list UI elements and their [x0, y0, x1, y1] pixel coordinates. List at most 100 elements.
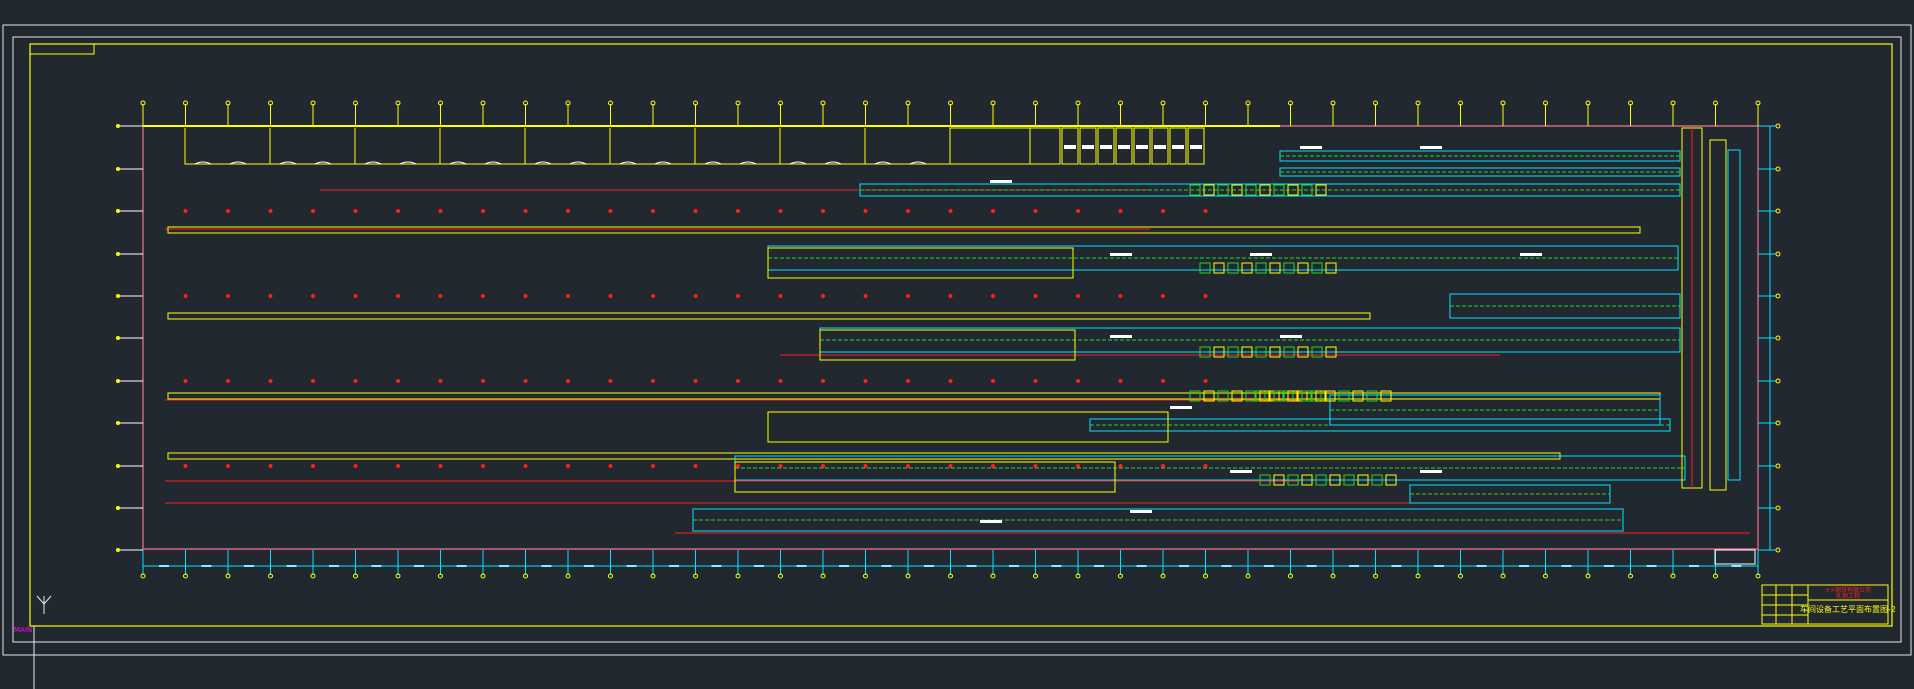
drawing-border — [29, 43, 1893, 627]
axis-bubble-left — [116, 209, 120, 213]
column-dot — [268, 294, 273, 298]
column-dot — [268, 379, 273, 383]
column-dot — [778, 209, 783, 213]
equipment-line — [767, 245, 1679, 271]
axis-bubble-bottom — [905, 573, 911, 579]
axis-bubble-right — [1775, 251, 1781, 257]
equipment-blocks[interactable] — [692, 146, 1686, 532]
rolling-stand — [1199, 262, 1211, 274]
rolling-stand — [1325, 346, 1337, 358]
axis-bubble-left — [116, 167, 120, 171]
column-dot — [863, 464, 868, 468]
rolling-stand — [1287, 390, 1299, 402]
axis-bubble-right — [1775, 208, 1781, 214]
axis-bubble-left — [116, 252, 120, 256]
title-block-project: 轧钢工程 — [1836, 592, 1860, 600]
column-dot — [1203, 464, 1208, 468]
axis-bubble-left — [116, 124, 120, 128]
column-dot — [948, 379, 953, 383]
column-dot — [948, 464, 953, 468]
column-dot — [821, 464, 825, 468]
rolling-stand — [1301, 390, 1313, 402]
bay-mark — [194, 161, 247, 165]
rolling-stand — [1283, 346, 1295, 358]
rolling-stand — [1217, 184, 1229, 196]
room-label-mark — [1172, 145, 1184, 149]
rolling-stand — [1311, 346, 1323, 358]
column-dot — [226, 464, 230, 468]
axis-bubble-top — [480, 100, 486, 106]
rolling-stand — [1203, 184, 1215, 196]
equipment-label-mark — [1420, 146, 1442, 149]
axis-bubble-top — [1203, 100, 1208, 106]
axis-bubble-right — [1775, 166, 1781, 172]
rolling-stand — [1231, 184, 1243, 196]
column-dot — [948, 294, 953, 298]
axis-bubble-top — [863, 100, 868, 106]
axis-bubble-bottom — [1075, 573, 1081, 579]
column-dot — [821, 209, 825, 213]
axis-bubble-right — [1775, 378, 1781, 384]
axis-bubble-bottom — [268, 573, 273, 579]
axis-bubble-top — [735, 100, 741, 106]
axis-bubble-top — [523, 100, 528, 106]
bay-mark — [874, 161, 927, 165]
axis-bubble-left — [116, 506, 120, 510]
column-dot — [991, 209, 995, 213]
axis-bubble-bottom — [990, 573, 996, 579]
column-dot — [1076, 209, 1080, 213]
column-dot — [396, 294, 400, 298]
column-dot — [1118, 379, 1123, 383]
axis-bubble-bottom — [948, 573, 953, 579]
column-grid-dots — [165, 189, 1750, 534]
equipment-label-mark — [1110, 253, 1132, 256]
transfer-conveyor-right[interactable] — [1681, 127, 1741, 491]
column-dot — [1076, 379, 1080, 383]
rolling-stand — [1287, 184, 1299, 196]
rolling-stand — [1213, 346, 1225, 358]
column-dot — [991, 464, 995, 468]
column-dot — [608, 464, 613, 468]
rolling-stand — [1241, 262, 1253, 274]
rolling-stand — [1203, 390, 1215, 402]
top-left-corner-tab — [30, 44, 95, 55]
column-dot — [523, 379, 528, 383]
axis-bubble-right — [1775, 463, 1781, 469]
axis-bubble-bottom — [438, 573, 443, 579]
axis-bubble-bottom — [523, 573, 528, 579]
rolling-stand — [1273, 474, 1285, 486]
roller-tables[interactable] — [167, 226, 1661, 460]
column-dot — [863, 209, 868, 213]
axis-bubble-bottom — [1203, 573, 1208, 579]
axis-bubble-top — [395, 100, 401, 106]
axis-bubble-right — [1775, 123, 1781, 129]
column-dot — [226, 209, 230, 213]
column-dot — [311, 294, 315, 298]
column-dot — [438, 209, 443, 213]
electric-room — [1097, 127, 1115, 165]
room-label-mark — [1100, 145, 1112, 149]
column-dot — [481, 294, 485, 298]
storage-bay — [694, 128, 781, 165]
column-dot — [523, 209, 528, 213]
roller-table — [167, 226, 1641, 234]
equipment-label-mark — [1520, 253, 1542, 256]
axis-bubble-bottom — [1118, 573, 1123, 579]
left-axis-markers — [116, 124, 143, 552]
axis-bubble-top — [1033, 100, 1038, 106]
column-dot — [396, 379, 400, 383]
column-dot — [1033, 464, 1038, 468]
axis-bubble-top — [693, 100, 698, 106]
storage-bay — [269, 128, 356, 165]
column-dot — [906, 294, 910, 298]
storage-bay — [864, 128, 951, 165]
storage-bay — [779, 128, 866, 165]
rolling-stand — [1259, 390, 1271, 402]
column-dot — [693, 464, 698, 468]
title-block: ××钢铁有限公司 轧钢工程 车间设备工艺平面布置图-2 — [1761, 584, 1896, 625]
equipment-label-mark — [1130, 510, 1152, 513]
axis-bubble-top — [225, 100, 231, 106]
column-dot — [1161, 464, 1165, 468]
rolling-stand — [1273, 390, 1285, 402]
